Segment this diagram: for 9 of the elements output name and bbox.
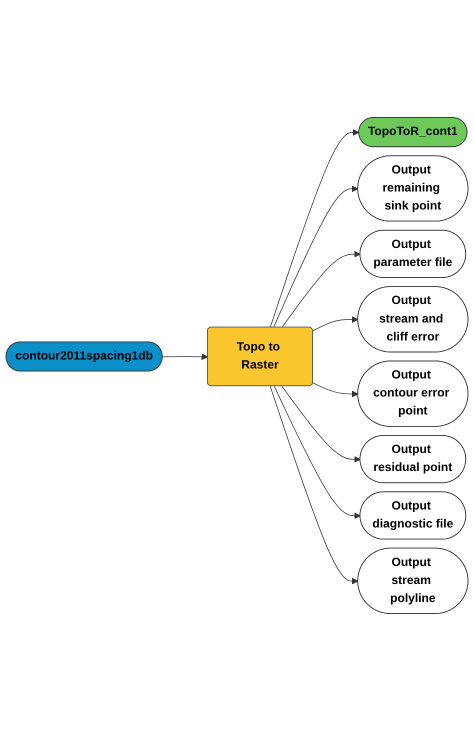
arrow — [162, 353, 208, 360]
arrow — [281, 386, 361, 463]
arrow — [312, 382, 358, 398]
arrow — [312, 316, 358, 332]
arrow — [281, 250, 361, 328]
arrow — [273, 185, 358, 328]
arrow — [270, 129, 360, 328]
arrow — [274, 386, 361, 520]
arrow — [270, 386, 358, 584]
